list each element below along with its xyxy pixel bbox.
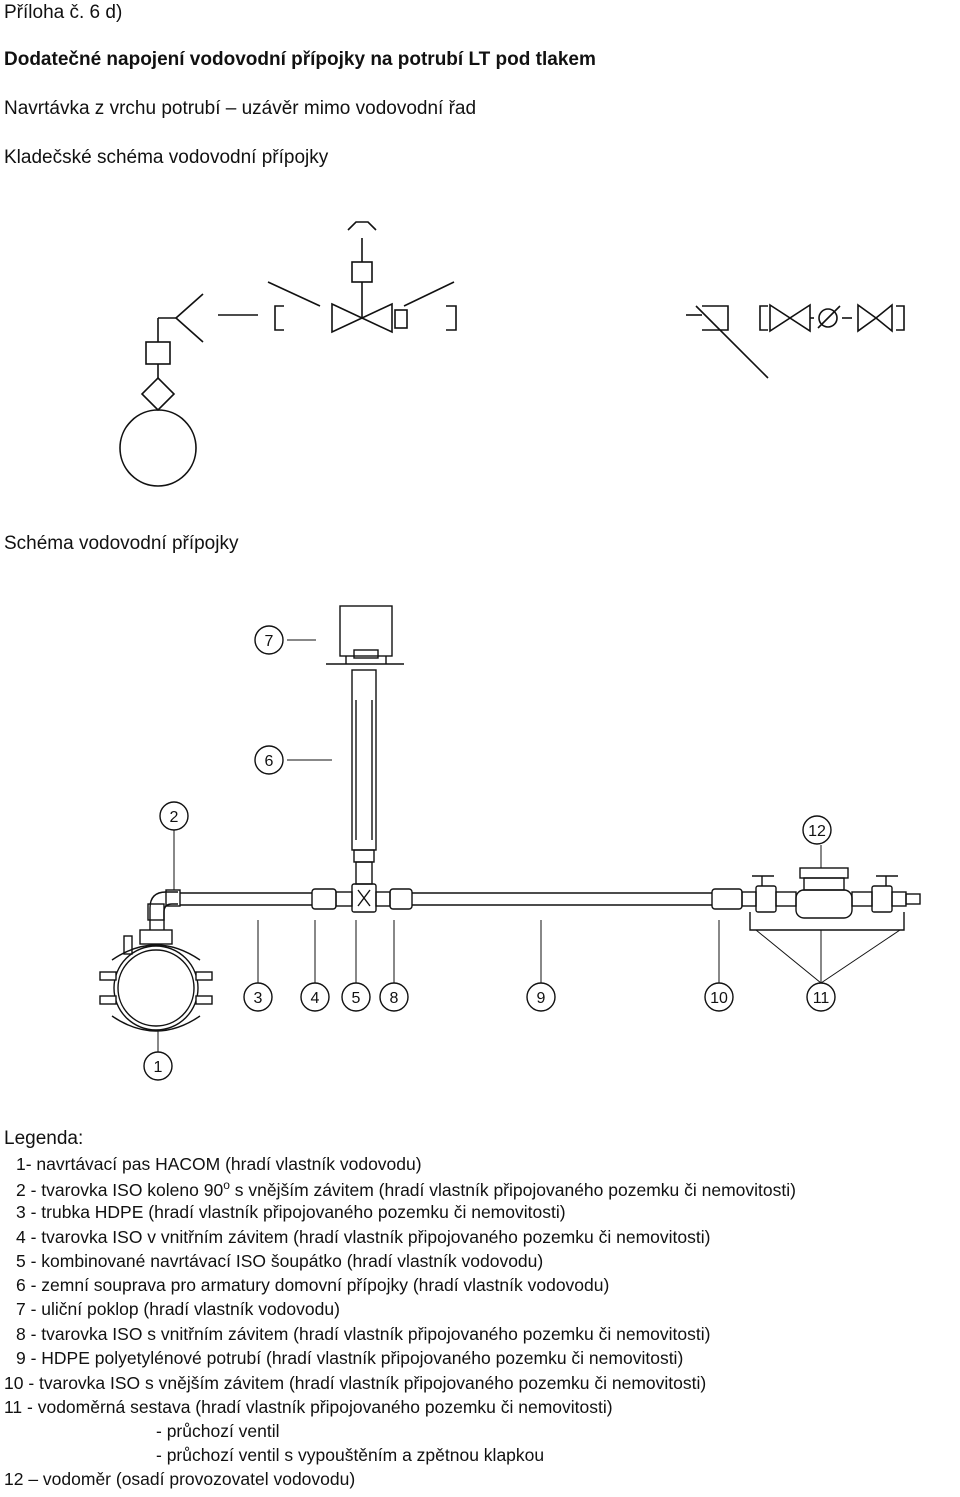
callout-3-label: 3 (254, 990, 263, 1007)
combined-tapping-valve (335, 849, 413, 913)
callout-5-label: 5 (352, 990, 361, 1007)
callout-6-label: 6 (265, 753, 274, 770)
gate-valve-symbol (267, 221, 457, 334)
legend-item-1: 1- navrtávací pas HACOM (hradí vlastník … (16, 1154, 422, 1174)
callout-12-label: 12 (808, 823, 826, 840)
callout-7 (254, 625, 284, 655)
callout-8-label: 8 (390, 990, 399, 1007)
document-subtitle: Navrtávka z vrchu potrubí – uzávěr mimo … (4, 98, 477, 119)
callout-4 (300, 982, 330, 1012)
callout-9-label: 9 (537, 990, 546, 1007)
iso-fitting-4 (311, 888, 337, 910)
legend-item-4: 4 - tvarovka ISO v vnitřním závitem (hra… (16, 1227, 711, 1247)
ground-set-6 (351, 669, 377, 851)
legend-item-3: 3 - trubka HDPE (hradí vlastník připojov… (16, 1202, 566, 1222)
callout-10-label: 10 (710, 990, 728, 1007)
connection-scheme-diagram: 1 2 3 4 5 6 7 8 9 10 11 12 (99, 605, 921, 1081)
legend-item-11a: - průchozí ventil (156, 1421, 280, 1441)
scheme1-title: Kladečské schéma vodovodní přípojky (4, 147, 329, 168)
legend-title: Legenda: (4, 1128, 84, 1149)
callout-9 (526, 982, 556, 1012)
leader-lines (157, 639, 901, 1052)
legend-item-2-start: 2 - tvarovka ISO koleno 90 (16, 1179, 224, 1200)
legend-item-6: 6 - zemní souprava pro armatury domovní … (16, 1275, 610, 1295)
callout-2-label: 2 (170, 809, 179, 826)
check-valve-symbol (686, 305, 769, 379)
meter-assembly-symbol (759, 303, 905, 333)
callout-5 (341, 982, 371, 1012)
annex-label: Příloha č. 6 d) (4, 2, 123, 23)
legend-item-11b: - průchozí ventil s vypouštěním a zpětno… (156, 1445, 545, 1465)
callout-markers (143, 625, 836, 1081)
callout-1-label: 1 (154, 1059, 163, 1076)
callout-11 (806, 982, 836, 1012)
legend-item-2: 2 - tvarovka ISO koleno 90o s vnějším zá… (16, 1178, 796, 1201)
street-cover-7 (326, 605, 404, 665)
legend-item-8: 8 - tvarovka ISO s vnitřním závitem (hra… (16, 1324, 711, 1344)
callout-3 (243, 982, 273, 1012)
callout-1 (143, 1051, 173, 1081)
callout-2 (159, 801, 189, 831)
water-meter-assembly (741, 867, 921, 931)
iso-elbow (147, 889, 181, 930)
legend-item-9: 9 - HDPE polyetylénové potrubí (hradí vl… (16, 1348, 684, 1368)
iso-fitting-10 (711, 888, 743, 910)
legend-item-12: 12 – vodoměr (osadí provozovatel vodovod… (4, 1469, 356, 1489)
callout-6 (254, 745, 284, 775)
callout-10 (704, 982, 734, 1012)
document-title: Dodatečné napojení vodovodní přípojky na… (4, 49, 596, 70)
degree-sup: o (223, 1178, 230, 1192)
callout-4-label: 4 (311, 990, 320, 1007)
callout-8 (379, 982, 409, 1012)
left-main-symbol (119, 293, 204, 487)
scheme2-title: Schéma vodovodní přípojky (4, 533, 239, 554)
legend-item-2-rest: s vnějším závitem (hradí vlastník připoj… (229, 1179, 796, 1200)
legend-item-11: 11 - vodoměrná sestava (hradí vlastník p… (4, 1397, 613, 1417)
laying-scheme-diagram (119, 221, 905, 487)
callout-11-label: 11 (813, 990, 830, 1007)
callout-12 (802, 815, 832, 845)
tapping-saddle (99, 929, 213, 1032)
legend-item-5: 5 - kombinované navrtávací ISO šoupátko … (16, 1251, 544, 1271)
callout-7-label: 7 (265, 633, 274, 650)
legend-item-10: 10 - tvarovka ISO s vnějším závitem (hra… (4, 1373, 707, 1393)
legend-item-7: 7 - uliční poklop (hradí vlastník vodovo… (16, 1299, 340, 1319)
